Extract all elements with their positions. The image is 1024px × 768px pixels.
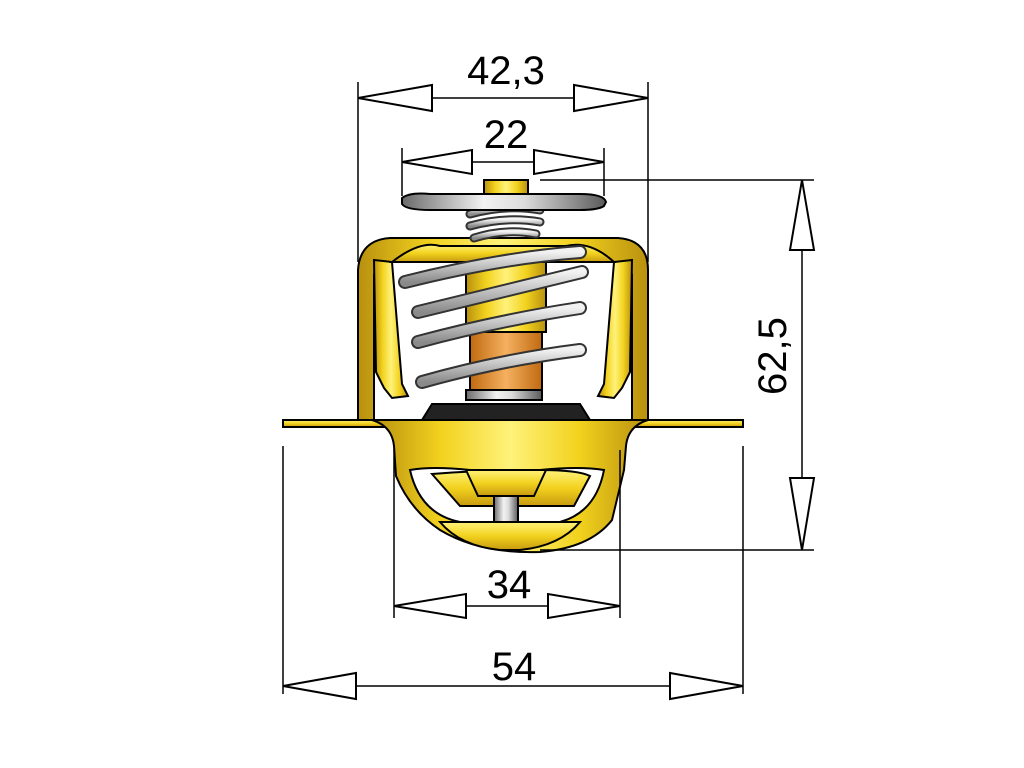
dimension-label-bottom-inner: 34 [487,563,532,607]
dimension-label-top-inner: 22 [484,113,529,157]
small-spring [465,203,545,243]
thermostat-body [282,179,744,554]
arrow-left [282,671,357,701]
main-spring [398,245,589,389]
dimension-top-outer-width: 42,3 [357,49,649,262]
arrow-left [357,83,433,113]
frame-bend-right [596,258,634,400]
valve-disc [401,192,608,211]
dimension-annotations: 42,3 22 62,5 34 [282,49,816,701]
dimension-label-height: 62,5 [751,317,795,395]
arrow-right [547,592,621,620]
arrow-up [788,179,816,251]
arrow-left [401,148,473,176]
dimension-label-top-outer: 42,3 [467,49,545,93]
lower-guide [464,469,548,497]
arrow-right [533,148,605,176]
dimension-top-inner-width: 22 [401,113,605,196]
lower-stem [493,495,519,525]
dimension-height: 62,5 [540,179,816,551]
arrow-left [393,592,467,620]
arrow-down [788,477,816,551]
dimension-bottom-inner-width: 34 [393,450,621,620]
arrow-right [573,83,649,113]
dimension-bottom-outer-width: 54 [282,446,744,701]
frame-bend-left [372,258,410,400]
dimension-label-bottom-outer: 54 [492,645,537,689]
arrow-right [669,671,744,701]
lower-bridge [437,521,583,551]
valve-seat [465,389,543,401]
seal-ring [420,403,592,421]
